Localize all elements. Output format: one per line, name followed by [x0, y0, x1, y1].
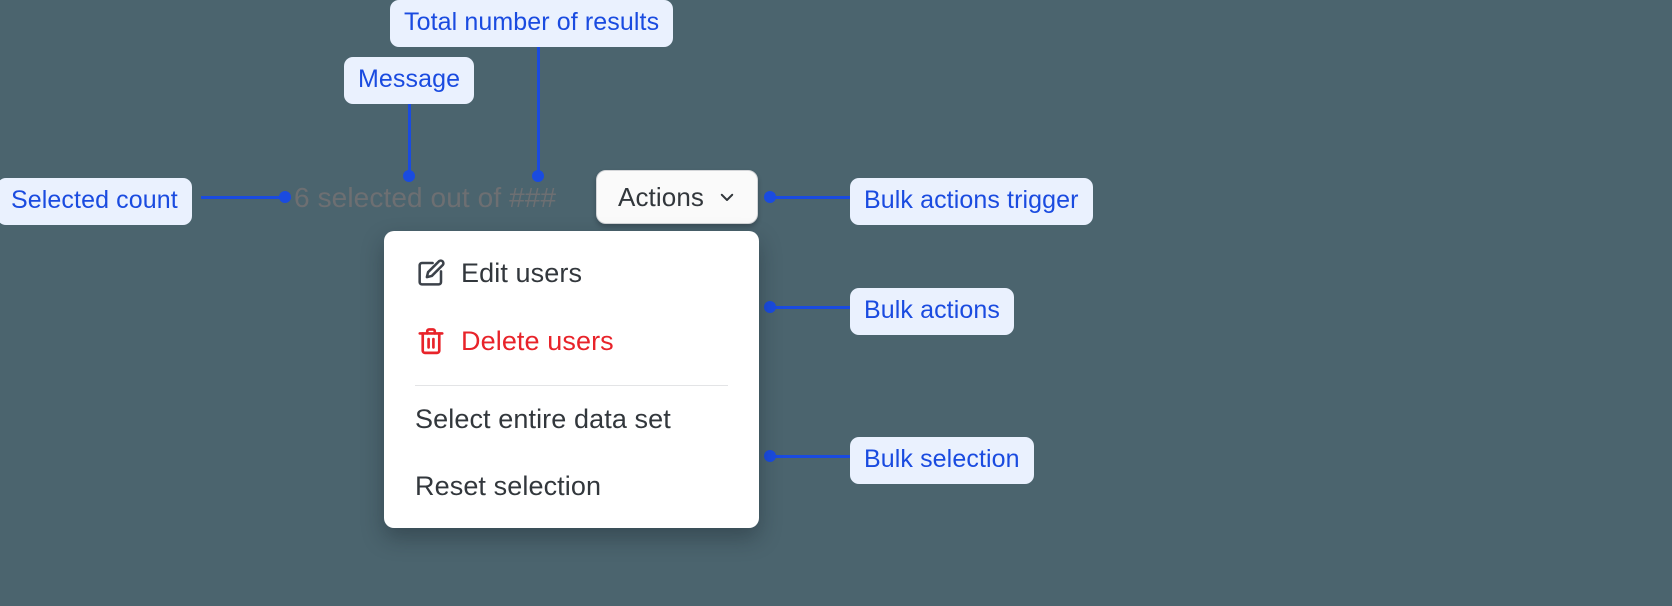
menu-item-reset-selection-label: Reset selection — [415, 470, 602, 501]
connector-bulk-actions — [770, 306, 854, 309]
connector-dot-bulk-selection — [764, 450, 776, 462]
selected-count-value: 6 — [294, 182, 310, 213]
bulk-actions-trigger-button[interactable]: Actions — [596, 170, 758, 224]
menu-item-select-entire-data-set-label: Select entire data set — [415, 403, 671, 434]
menu-section-divider — [415, 385, 728, 386]
menu-item-reset-selection[interactable]: Reset selection — [384, 458, 759, 514]
chevron-down-icon — [718, 188, 736, 206]
connector-dot-total-number-of-results — [532, 170, 544, 182]
annotation-selected-count: Selected count — [0, 178, 192, 225]
selection-message: 6 selected out of ### — [294, 182, 556, 214]
menu-item-delete-users-label: Delete users — [461, 325, 614, 356]
menu-item-edit-users-label: Edit users — [461, 257, 583, 288]
menu-item-delete-users[interactable]: Delete users — [384, 313, 759, 369]
connector-dot-bulk-actions-trigger — [764, 191, 776, 203]
selection-message-text: selected out of — [317, 182, 502, 213]
edit-pencil-square-icon — [415, 257, 447, 289]
menu-item-select-entire-data-set[interactable]: Select entire data set — [384, 391, 759, 447]
connector-dot-bulk-actions — [764, 301, 776, 313]
bulk-actions-trigger-label: Actions — [618, 181, 704, 212]
connector-selected-count — [201, 196, 291, 199]
annotation-bulk-selection: Bulk selection — [850, 437, 1034, 484]
bulk-actions-dropdown-menu: Edit users Delete users Select entire da… — [384, 231, 759, 528]
annotation-bulk-actions-trigger: Bulk actions trigger — [850, 178, 1093, 225]
connector-dot-message — [403, 170, 415, 182]
connector-bulk-actions-trigger — [770, 196, 854, 199]
annotation-total-number-of-results: Total number of results — [390, 0, 674, 47]
annotation-bulk-actions: Bulk actions — [850, 288, 1014, 335]
trash-can-icon — [415, 325, 447, 357]
connector-total-number-of-results — [537, 40, 540, 176]
annotation-message: Message — [344, 57, 475, 104]
connector-dot-selected-count — [279, 191, 291, 203]
menu-item-edit-users[interactable]: Edit users — [384, 245, 759, 301]
total-results-value: ### — [509, 182, 557, 213]
connector-message — [408, 92, 411, 176]
connector-bulk-selection — [770, 455, 854, 458]
